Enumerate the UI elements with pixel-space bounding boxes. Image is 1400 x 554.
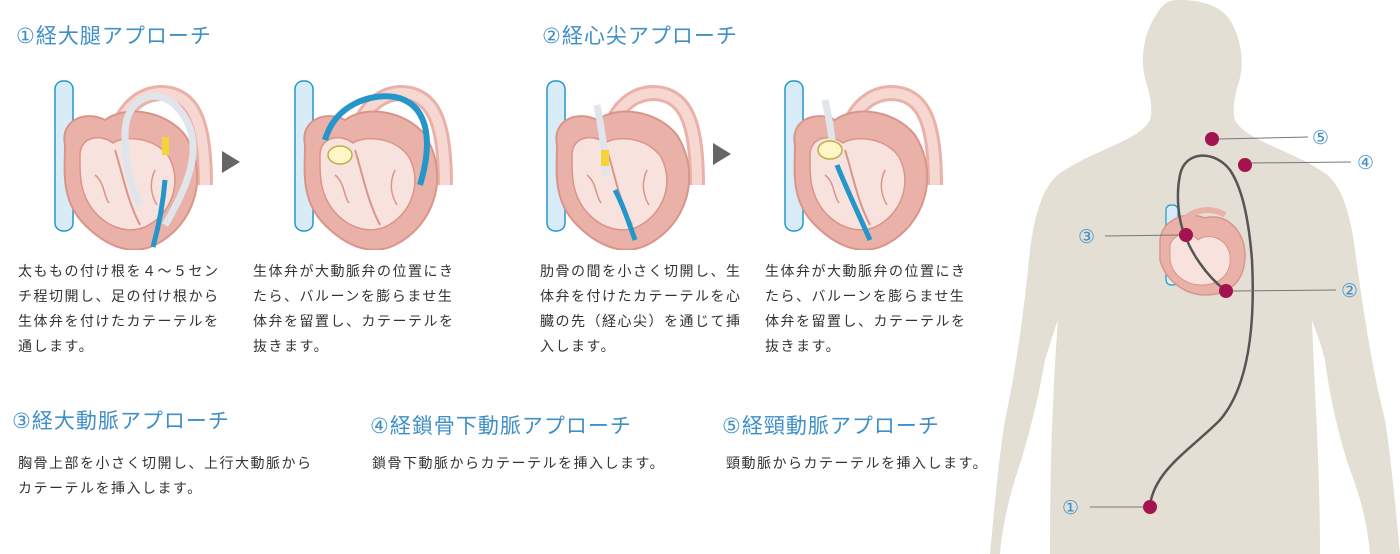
point-aortic bbox=[1179, 228, 1193, 242]
heart-diagram-apical-2 bbox=[775, 75, 950, 250]
point-carotid bbox=[1205, 132, 1219, 146]
body-diagram: ① ② ③ ④ ⑤ bbox=[990, 0, 1400, 554]
approach-title-4: ④経鎖骨下動脈アプローチ bbox=[370, 414, 632, 438]
body-label-3: ③ bbox=[1078, 226, 1095, 248]
approach-2-step-2-text: 生体弁が大動脈弁の位置にきたら、バルーンを膨らませ生体弁を留置し、カテーテルを抜… bbox=[765, 264, 967, 355]
approach-2-step-1-text: 肋骨の間を小さく切開し、生体弁を付けたカテーテルを心臓の先（経心尖）を通じて挿入… bbox=[540, 264, 742, 355]
approach-4-text: 鎖骨下動脈からカテーテルを挿入します。 bbox=[372, 456, 666, 472]
point-femoral bbox=[1143, 500, 1157, 514]
point-subclavian bbox=[1238, 158, 1252, 172]
approach-title-5: ⑤経頸動脈アプローチ bbox=[722, 414, 940, 438]
body-label-2: ② bbox=[1341, 280, 1358, 302]
heart-diagram-femoral-2 bbox=[285, 75, 460, 250]
approach-1-step-1-text: 太ももの付け根を４～５センチ程切開し、足の付け根から生体弁を付けたカテーテルを通… bbox=[18, 264, 220, 355]
approach-5-text: 頸動脈からカテーテルを挿入します。 bbox=[726, 456, 989, 472]
approach-3-text: 胸骨上部を小さく切開し、上行大動脈からカテーテルを挿入します。 bbox=[18, 456, 313, 497]
heart-diagram-apical-1 bbox=[537, 75, 712, 250]
point-apical bbox=[1219, 284, 1233, 298]
body-label-1: ① bbox=[1062, 497, 1079, 519]
approach-1-step-2-text: 生体弁が大動脈弁の位置にきたら、バルーンを膨らませ生体弁を留置し、カテーテルを抜… bbox=[253, 264, 455, 355]
step-arrow-2 bbox=[713, 143, 731, 165]
body-label-4: ④ bbox=[1357, 152, 1374, 174]
heart-diagram-femoral-1 bbox=[45, 75, 220, 250]
body-label-5: ⑤ bbox=[1312, 127, 1329, 149]
approach-title-2: ②経心尖アプローチ bbox=[542, 24, 738, 48]
approach-title-1: ①経大腿アプローチ bbox=[16, 24, 212, 48]
step-arrow-1 bbox=[222, 151, 240, 173]
approach-title-3: ③経大動脈アプローチ bbox=[12, 409, 230, 433]
